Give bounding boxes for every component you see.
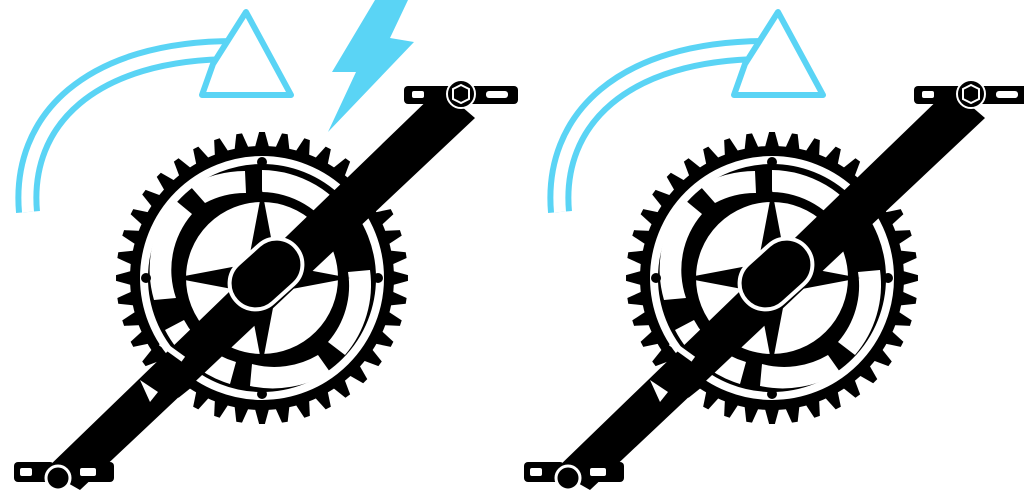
crankset-icon bbox=[524, 80, 1024, 490]
crankset-icon bbox=[14, 80, 518, 490]
lightning-bolt-icon bbox=[328, 0, 414, 132]
left-panel bbox=[14, 0, 518, 490]
right-panel bbox=[524, 12, 1024, 490]
